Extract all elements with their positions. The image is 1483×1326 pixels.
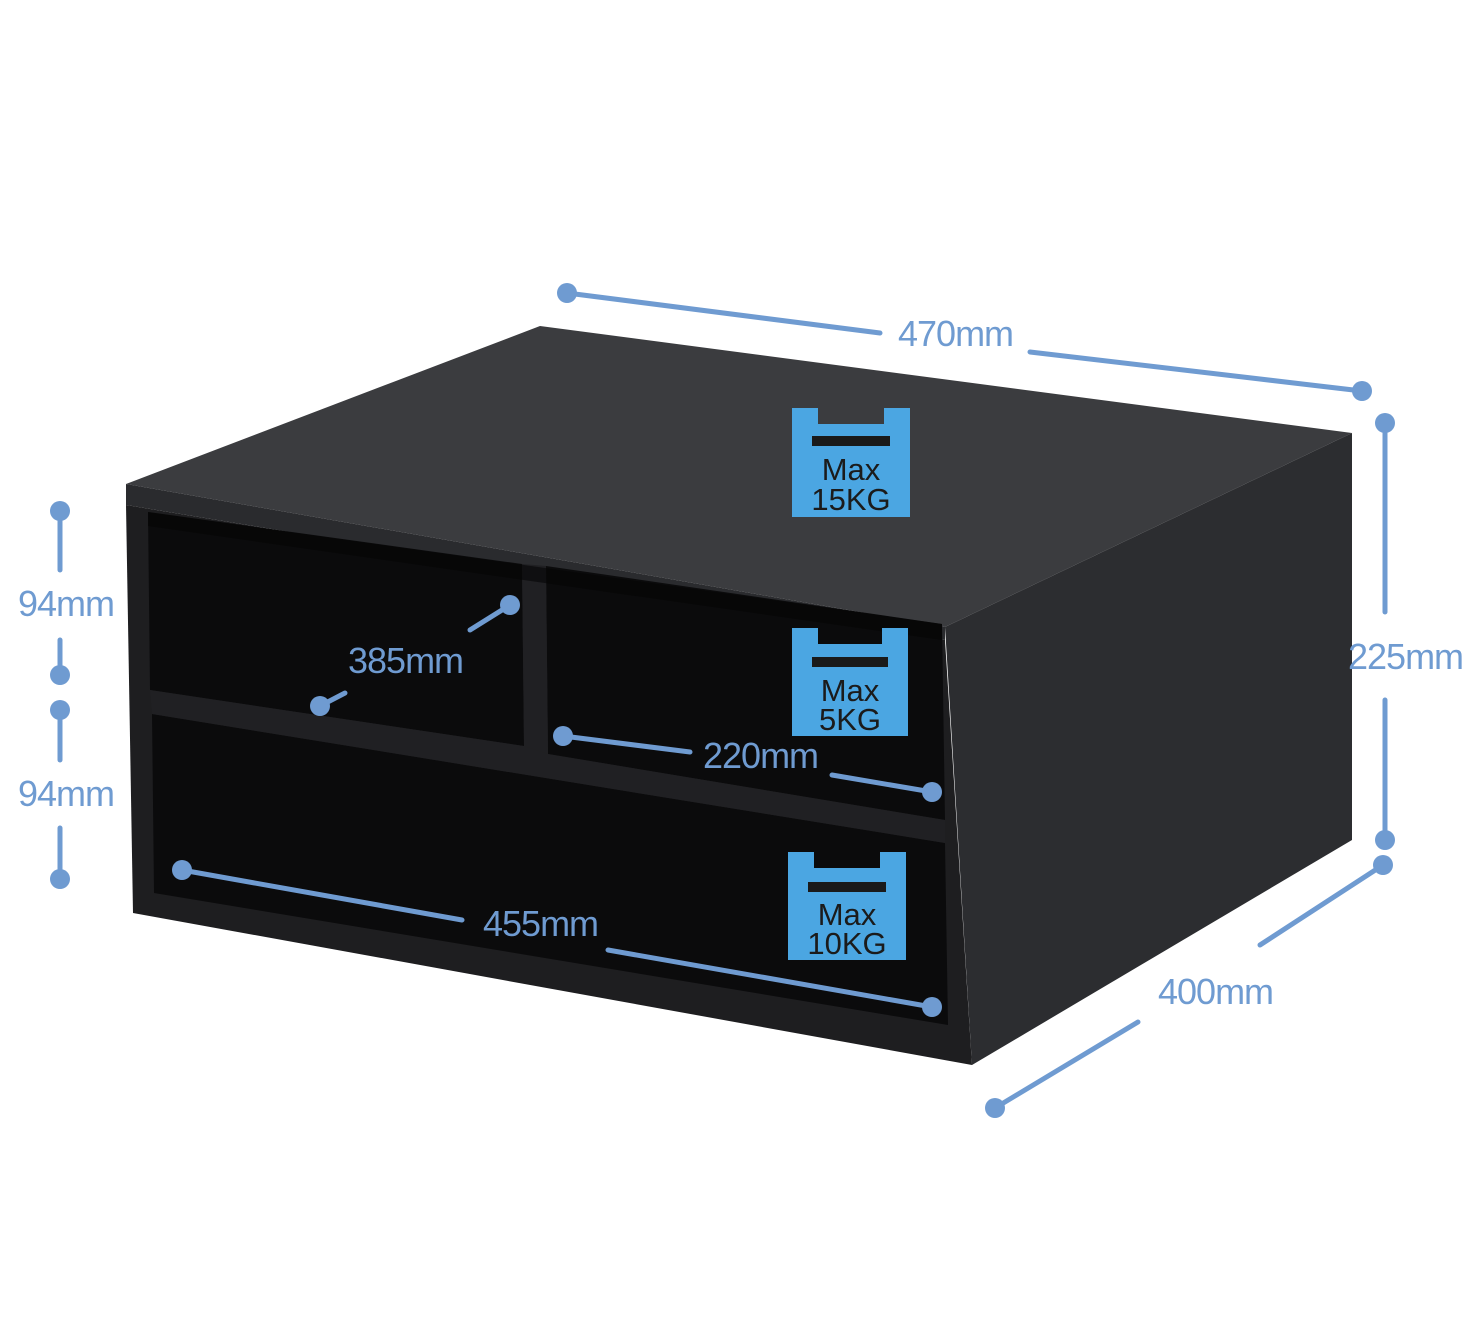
dimension-lines: [57, 290, 1388, 1111]
badge-middle-line2: 5KG: [819, 702, 881, 737]
weight-icon: [792, 628, 908, 736]
dot-icon: [1375, 830, 1395, 850]
weight-icon: [788, 852, 906, 960]
bottom-compartment-line-left: [179, 867, 465, 923]
bottom-compartment-line-right: [605, 947, 935, 1010]
badge-middle-line1: Max: [821, 673, 880, 708]
divider-vertical: [522, 564, 548, 754]
desktop-organizer-cabinet: [126, 326, 1352, 1065]
dot-icon: [922, 997, 942, 1017]
badge-top-line1: Max: [822, 452, 881, 487]
dot-icon: [1352, 381, 1372, 401]
weight-icon-slot: [812, 436, 890, 446]
dot-icon: [985, 1098, 1005, 1118]
shelf-middle: [150, 690, 945, 843]
dot-icon: [50, 501, 70, 521]
dot-icon: [1375, 413, 1395, 433]
weight-icon-slot: [812, 657, 888, 667]
shelf-lower-label: 94mm: [18, 773, 114, 814]
dot-icon: [50, 665, 70, 685]
dot-icon: [50, 869, 70, 889]
badge-bottom-line1: Max: [818, 897, 877, 932]
right-compartment-label: 220mm: [703, 735, 818, 776]
weight-icon: [792, 408, 910, 517]
height-label: 225mm: [1348, 636, 1463, 677]
width-line-right: [1027, 349, 1365, 394]
badge-bottom-line2: 10KG: [807, 926, 886, 961]
dot-icon: [172, 860, 192, 880]
bottom-compartment-label: 455mm: [483, 903, 598, 944]
depth-line-bottom: [992, 1019, 1141, 1111]
badge-top-line2: 15KG: [811, 482, 890, 517]
weight-icon-slot: [808, 882, 886, 892]
cabinet-top-face: [126, 326, 1352, 627]
depth-label: 400mm: [1158, 971, 1273, 1012]
dot-icon: [922, 782, 942, 802]
compartment-upper-right: [546, 566, 945, 820]
width-label: 470mm: [898, 313, 1013, 354]
right-compartment-line-left: [560, 733, 693, 755]
dimension-endpoints: [50, 283, 1395, 1118]
compartment-upper-left: [148, 512, 524, 746]
dot-icon: [557, 283, 577, 303]
dot-icon: [553, 726, 573, 746]
top-shadow: [148, 512, 942, 640]
shelf-upper-label: 94mm: [18, 583, 114, 624]
load-badge-bottom: Max 10KG: [788, 852, 906, 961]
load-badge-top: Max 15KG: [792, 408, 910, 517]
dot-icon: [500, 595, 520, 615]
dot-icon: [50, 700, 70, 720]
cabinet-side-face: [945, 433, 1352, 1065]
depth-line-top: [1257, 862, 1386, 948]
left-compartment-label: 385mm: [348, 640, 463, 681]
dot-icon: [310, 696, 330, 716]
right-compartment-line-right: [829, 772, 935, 795]
dimension-labels: 470mm 225mm 400mm 94mm 94mm 385mm 220mm …: [18, 313, 1464, 1012]
load-badge-middle: Max 5KG: [792, 628, 908, 737]
width-line-left: [564, 290, 883, 336]
compartment-bottom: [152, 714, 948, 1025]
dot-icon: [1373, 855, 1393, 875]
